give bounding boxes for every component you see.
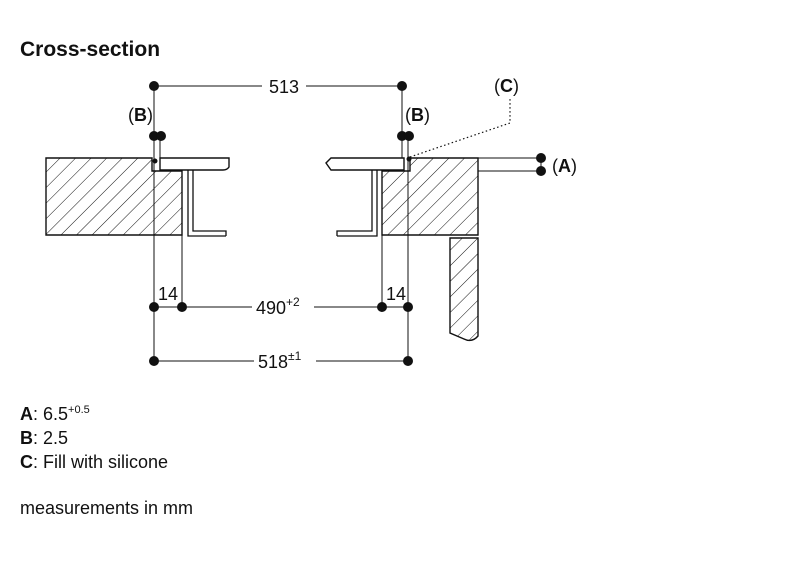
dim-right-offset: 14 bbox=[386, 284, 406, 304]
dim-outer-tolerance: ±1 bbox=[288, 349, 302, 363]
left-worktop bbox=[45, 157, 183, 236]
units-note: measurements in mm bbox=[20, 498, 194, 518]
callout-b-right: (B) bbox=[405, 105, 430, 125]
page-title: Cross-section bbox=[20, 38, 160, 61]
legend: A: 6.5+0.5 B: 2.5 C: Fill with silicone bbox=[20, 402, 168, 474]
callout-a: (A) bbox=[552, 156, 577, 176]
dim-inner-width: 490+2 bbox=[256, 295, 300, 318]
left-support-bracket bbox=[187, 170, 227, 237]
dim-left-offset: 14 bbox=[158, 284, 178, 304]
legend-item-c: C: Fill with silicone bbox=[20, 452, 169, 472]
dim-outer-width: 518±1 bbox=[258, 349, 302, 372]
dim-top-width: 513 bbox=[269, 77, 299, 97]
dim-inner-tolerance: +2 bbox=[286, 295, 300, 309]
legend-item-b: B: 2.5 bbox=[20, 428, 69, 448]
right-hob-edge bbox=[325, 157, 405, 171]
cabinet-side-panel bbox=[449, 237, 479, 342]
legend-item-a: A: 6.5+0.5 bbox=[20, 404, 90, 424]
callout-c: (C) bbox=[494, 76, 519, 96]
right-support-bracket bbox=[336, 170, 378, 237]
callout-b-left: (B) bbox=[128, 105, 153, 125]
dim-inner-value: 490 bbox=[256, 298, 286, 318]
dim-outer-value: 518 bbox=[258, 352, 288, 372]
left-hob-edge bbox=[159, 157, 230, 171]
dimension-dots bbox=[149, 81, 546, 366]
dimension-lines bbox=[153, 85, 542, 362]
